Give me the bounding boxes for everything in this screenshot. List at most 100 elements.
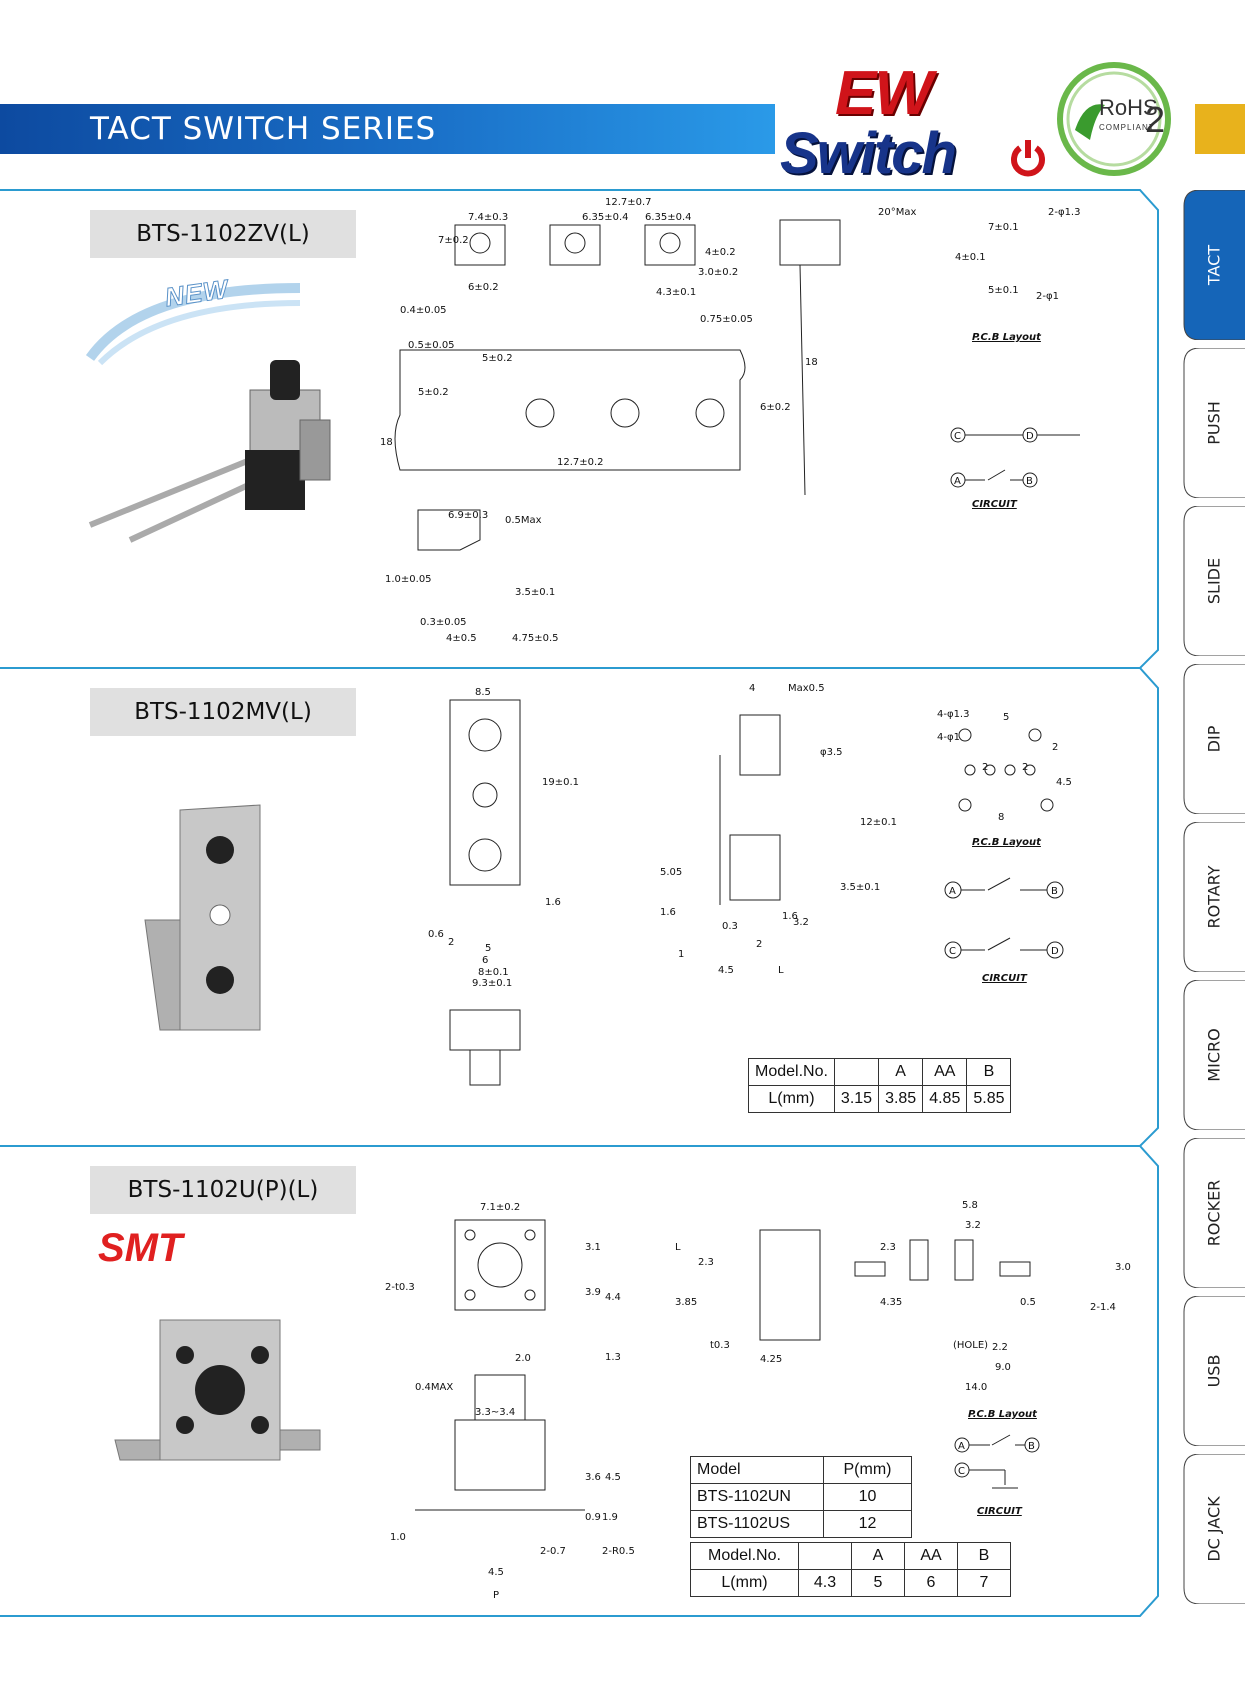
- rohs-badge: RoHS 2 COMPLIANT: [1057, 62, 1171, 176]
- pcb-layout-label: P.C.B Layout: [972, 332, 1042, 343]
- dim-label: 4: [749, 683, 755, 694]
- model-label-zv: BTS-1102ZV(L): [90, 210, 356, 258]
- dim-label: 12.7±0.2: [557, 457, 604, 468]
- dim-label: 4-φ1.3: [937, 709, 969, 720]
- dim-label: 7.4±0.3: [468, 212, 508, 223]
- dim-label: 1.6: [782, 911, 798, 922]
- dim-label: 3.5±0.1: [840, 882, 880, 893]
- dim-label: 2-φ1.3: [1048, 207, 1080, 218]
- dim-label: 14.0: [965, 1382, 987, 1393]
- dim-label: φ3.5: [820, 747, 843, 758]
- table-cell: 10: [823, 1483, 912, 1511]
- tab-micro[interactable]: MICRO: [1182, 980, 1245, 1130]
- dim-label: 4.5: [488, 1567, 504, 1578]
- circuit-node-a: A: [954, 476, 961, 487]
- dim-label: 4.35: [880, 1297, 902, 1308]
- dim-label: 7±0.2: [438, 235, 469, 246]
- dim-label: 9.0: [995, 1362, 1011, 1373]
- table-row: L(mm) 3.15 3.85 4.85 5.85: [748, 1085, 1012, 1113]
- dim-label: 3.2: [965, 1220, 981, 1231]
- new-swoosh-icon: [85, 283, 301, 366]
- tab-shape: [1183, 1454, 1245, 1604]
- tab-rotary[interactable]: ROTARY: [1182, 822, 1245, 972]
- dim-label: 3.0: [1115, 1262, 1131, 1273]
- dim-label: 0.5Max: [505, 515, 542, 526]
- dim-label: (HOLE): [953, 1340, 988, 1351]
- tab-rocker[interactable]: ROCKER: [1182, 1138, 1245, 1288]
- circuit-node-c: C: [949, 946, 956, 957]
- dim-label: 1: [678, 949, 684, 960]
- tab-label: MICRO: [1204, 1028, 1223, 1082]
- length-table-mv: Model.No. A AA B L(mm) 3.15 3.85 4.85 5.…: [748, 1058, 1012, 1113]
- table-row: Model P(mm): [690, 1456, 912, 1484]
- circuit-node-b: B: [1028, 1441, 1035, 1452]
- dim-label: 1.6: [545, 897, 561, 908]
- drawing-u: 7.1±0.2 3.1 2-t0.3 3.9 4.4 2.0 1.3 L 2.3…: [385, 1200, 1131, 1601]
- circuit-node-a: A: [958, 1441, 965, 1452]
- dim-label: 3.85: [675, 1297, 697, 1308]
- dim-label: 2.0: [515, 1353, 531, 1364]
- brand-logo-ew: EW: [835, 59, 933, 128]
- tab-dip[interactable]: DIP: [1182, 664, 1245, 814]
- rohs-number: 2: [1145, 99, 1165, 140]
- tab-dc-jack[interactable]: DC JACK: [1182, 1454, 1245, 1604]
- product-photo-u: [114, 1319, 321, 1461]
- dim-label: 3.3~3.4: [475, 1407, 515, 1418]
- dim-label: 8±0.1: [478, 967, 509, 978]
- dim-label: 2: [448, 937, 454, 948]
- model-label-u: BTS-1102U(P)(L): [90, 1166, 356, 1214]
- smt-tag: SMT: [98, 1226, 183, 1270]
- dim-label: 8.5: [475, 687, 491, 698]
- dim-label: 2-t0.3: [385, 1282, 415, 1293]
- product-photo-zv: [88, 360, 331, 543]
- tab-tact[interactable]: TACT: [1182, 190, 1245, 340]
- table-cell: BTS-1102US: [690, 1510, 824, 1538]
- table-cell: [833, 1058, 880, 1086]
- product-photo-mv: [144, 804, 261, 1031]
- dim-label: 2.3: [880, 1242, 896, 1253]
- table-cell: 5: [851, 1569, 905, 1597]
- tab-slide[interactable]: SLIDE: [1182, 506, 1245, 656]
- dim-label: 6: [482, 955, 488, 966]
- dim-label: 12±0.1: [860, 817, 897, 828]
- dim-label: 3.0±0.2: [698, 267, 738, 278]
- tab-label: TACT: [1204, 244, 1223, 286]
- dim-label: 5±0.2: [482, 353, 513, 364]
- dim-label: 0.4MAX: [415, 1382, 453, 1393]
- table-cell: Model: [690, 1456, 824, 1484]
- table-cell: Model.No.: [748, 1058, 835, 1086]
- table-cell: 5.85: [966, 1085, 1012, 1113]
- table-cell: L(mm): [690, 1569, 799, 1597]
- dim-label: 4.25: [760, 1354, 782, 1365]
- tab-label: SLIDE: [1204, 557, 1223, 605]
- pcb-layout-label: P.C.B Layout: [972, 837, 1042, 848]
- table-row: BTS-1102US 12: [690, 1510, 912, 1538]
- dim-label: 0.5±0.05: [408, 340, 455, 351]
- tab-shape: [1183, 1296, 1245, 1446]
- table-cell: L(mm): [748, 1085, 835, 1113]
- dim-label: 5: [485, 943, 491, 954]
- table-cell: 4.85: [922, 1085, 968, 1113]
- table-cell: B: [966, 1058, 1012, 1086]
- dim-label: 6.9±0.3: [448, 510, 488, 521]
- dim-label: P: [493, 1590, 499, 1601]
- dim-label: 19±0.1: [542, 777, 579, 788]
- tab-usb[interactable]: USB: [1182, 1296, 1245, 1446]
- dim-label: 1.6: [660, 907, 676, 918]
- page-title: TACT SWITCH SERIES: [90, 111, 437, 147]
- table-cell: 12: [823, 1510, 912, 1538]
- tab-push[interactable]: PUSH: [1182, 348, 1245, 498]
- dim-label: 5±0.1: [988, 285, 1019, 296]
- table-cell: B: [957, 1542, 1011, 1570]
- length-table-u: Model.No. A AA B L(mm) 4.3 5 6 7: [690, 1542, 1011, 1597]
- dim-label: 6±0.2: [760, 402, 791, 413]
- dim-label: 8: [998, 812, 1004, 823]
- tab-shape: [1183, 822, 1245, 972]
- dim-label: 4.3±0.1: [656, 287, 696, 298]
- tab-shape: [1183, 664, 1245, 814]
- dim-label: 12.7±0.7: [605, 197, 652, 208]
- table-row: Model.No. A AA B: [690, 1542, 1011, 1570]
- dim-label: 0.75±0.05: [700, 314, 753, 325]
- dim-label: 4.4: [605, 1292, 621, 1303]
